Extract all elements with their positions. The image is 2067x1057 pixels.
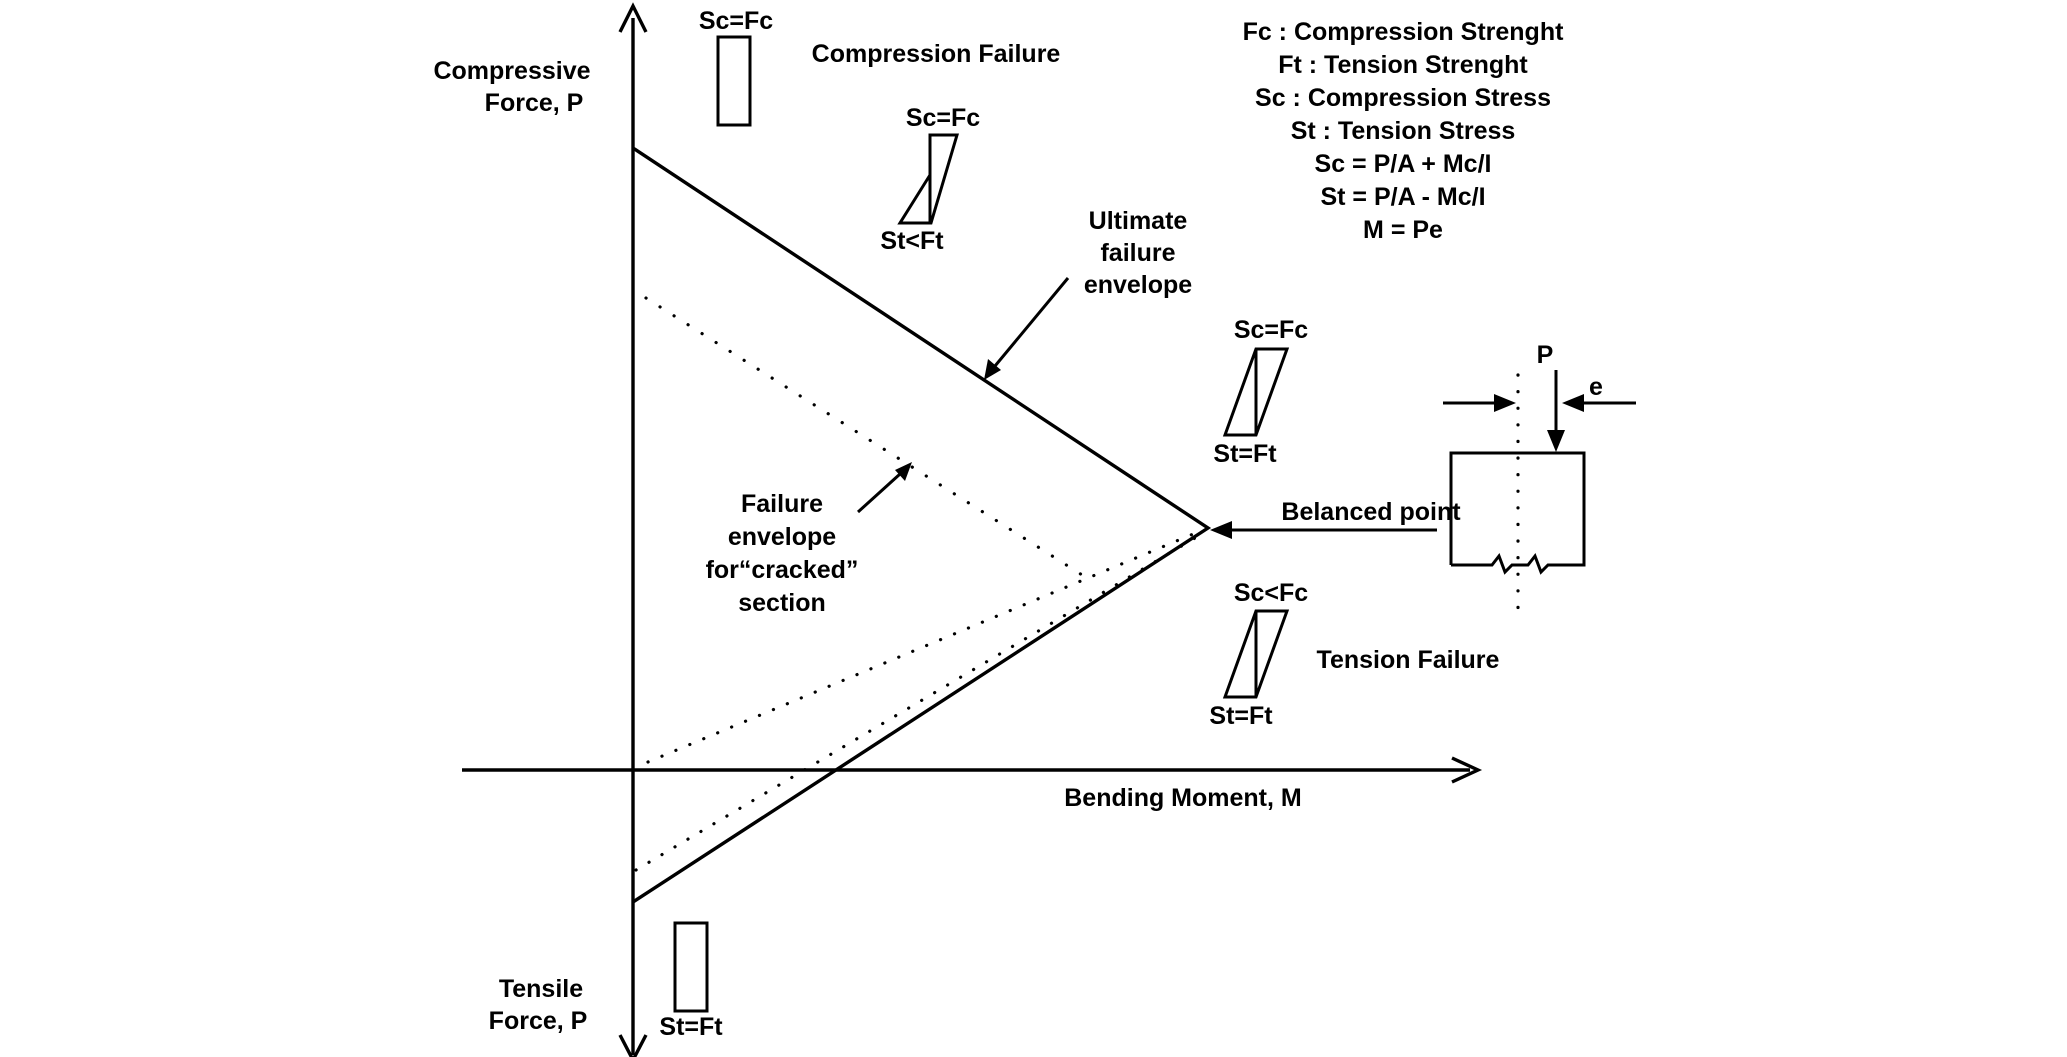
eccentric-column: P e [1443, 341, 1636, 612]
force-axis-arrow-down [618, 1034, 648, 1057]
cracked-pointer-line [856, 472, 902, 514]
balanced-point-annotation: Belanced point [1210, 498, 1461, 539]
legend-line-5: Sc = P/A + Mc/I [1315, 150, 1492, 178]
envelopes [632, 146, 1212, 904]
tension-failure-label: Tension Failure [1317, 646, 1500, 674]
balanced-point-label: Belanced point [1281, 498, 1461, 526]
y-bottom-label-line-2: Force, P [489, 1007, 588, 1035]
lower-bottom-label: St=Ft [1209, 702, 1273, 730]
column-section [1449, 451, 1586, 575]
y-top-label-line-1: Compressive [433, 57, 590, 85]
cracked-label-line-3: for“cracked” [706, 556, 859, 584]
cracked-label-line-2: envelope [728, 523, 836, 551]
stress-diagram-pure-tension: St=Ft [659, 921, 723, 1041]
ultimate-pointer-line [993, 277, 1070, 367]
eccentricity-arrow-left-head [1494, 394, 1516, 412]
ultimate-label-line-1: Ultimate [1089, 207, 1188, 235]
force-axis-arrow-up [618, 2, 648, 33]
pure-compression-block [716, 35, 752, 127]
ultimate-pointer-head [984, 359, 1001, 380]
x-axis-label: Bending Moment, M [1064, 784, 1301, 812]
legend-line-6: St = P/A - Mc/I [1320, 183, 1485, 211]
balanced-top-label: Sc=Fc [1234, 316, 1308, 344]
legend-line-4: St : Tension Stress [1291, 117, 1516, 145]
eccentricity-label: e [1589, 373, 1603, 401]
cracked-pointer-head [895, 462, 912, 481]
cracked-envelope-lower-2 [634, 536, 1197, 872]
stress-diagram-pure-compression: Sc=Fc [699, 7, 773, 127]
stress-diagram-lower: Sc<Fc St=Ft [1209, 579, 1308, 730]
upper-top-label: Sc=Fc [906, 104, 980, 132]
balanced-pointer-head [1210, 521, 1232, 539]
lower-top-label: Sc<Fc [1234, 579, 1308, 607]
load-label: P [1537, 341, 1554, 369]
legend-line-3: Sc : Compression Stress [1255, 84, 1551, 112]
stress-diagram-balanced: Sc=Fc St=Ft [1213, 316, 1308, 468]
cracked-envelope-annotation: Failure envelope for“cracked” section [706, 462, 912, 617]
balanced-bottom-label: St=Ft [1213, 440, 1277, 468]
moment-axis-arrow [1451, 756, 1483, 784]
pure-tension-block [673, 921, 709, 1013]
upper-bottom-label: St<Ft [880, 227, 944, 255]
eccentricity-arrow-right-head [1562, 394, 1584, 412]
legend-line-2: Ft : Tension Strenght [1278, 51, 1528, 79]
compression-failure-label: Compression Failure [812, 40, 1061, 68]
pure-compression-label: Sc=Fc [699, 7, 773, 35]
axis-labels: Compressive Force, P Tensile Force, P Be… [433, 57, 1301, 1035]
y-bottom-label-line-1: Tensile [499, 975, 583, 1003]
stress-diagram-upper: Sc=Fc St<Ft [880, 104, 980, 255]
ultimate-failure-envelope [632, 146, 1212, 904]
ultimate-label-line-3: envelope [1084, 271, 1192, 299]
load-arrow-head [1547, 430, 1565, 452]
cracked-label-line-4: section [738, 589, 826, 617]
axes [462, 2, 1483, 1057]
cracked-label-line-1: Failure [741, 490, 823, 518]
legend-line-7: M = Pe [1363, 216, 1443, 244]
ultimate-envelope-annotation: Ultimate failure envelope [984, 207, 1192, 380]
y-top-label-line-2: Force, P [485, 89, 584, 117]
cracked-envelope-upper [644, 296, 1092, 582]
ultimate-label-line-2: failure [1100, 239, 1175, 267]
legend-line-1: Fc : Compression Strenght [1243, 18, 1565, 46]
cracked-envelope-lower-1 [646, 530, 1200, 764]
pure-tension-label: St=Ft [659, 1013, 723, 1041]
definitions-legend: Fc : Compression Strenght Ft : Tension S… [1243, 18, 1565, 244]
